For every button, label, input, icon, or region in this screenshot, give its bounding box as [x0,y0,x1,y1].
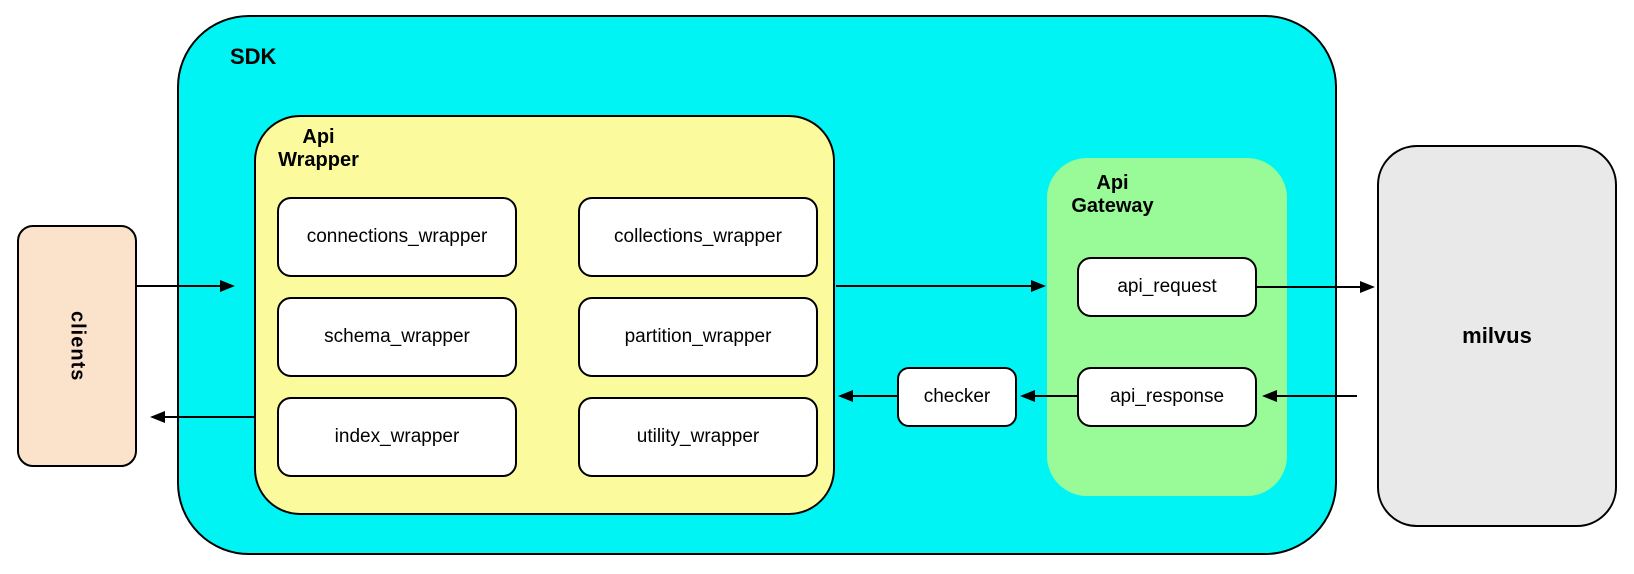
arrow-wrapper-to-gateway-line [836,285,1032,287]
node-connections-wrapper: connections_wrapper [277,197,517,277]
arrow-request-to-milvus-head [1360,281,1375,293]
node-api-response: api_response [1077,367,1257,427]
arrow-sdk-to-clients-line [164,416,254,418]
clients-label: clients [66,310,89,382]
api-wrapper-label: Api Wrapper [278,126,359,171]
node-label: api_request [1117,276,1217,297]
node-checker: checker [897,367,1017,427]
node-label: checker [923,386,991,407]
arrow-wrapper-to-gateway-head [1031,280,1046,292]
node-label: collections_wrapper [614,226,782,247]
arrow-request-to-milvus-line [1257,286,1361,288]
arrow-response-to-checker-head [1020,390,1035,402]
api-gateway-label: Api Gateway [1071,172,1154,217]
node-partition-wrapper: partition_wrapper [578,297,818,377]
arrow-milvus-to-response-line [1276,395,1357,397]
node-utility-wrapper: utility_wrapper [578,397,818,477]
sdk-label: SDK [230,44,277,69]
milvus-label: milvus [1462,323,1532,348]
node-collections-wrapper: collections_wrapper [578,197,818,277]
arrow-milvus-to-response-head [1262,390,1277,402]
arrow-clients-to-sdk-line [137,285,221,287]
arrow-checker-to-wrapper-line [852,395,897,397]
arrow-response-to-checker-line [1034,395,1077,397]
api-gateway-container [1047,158,1287,496]
node-label: api_response [1109,386,1225,407]
node-label: utility_wrapper [636,426,760,447]
node-label: index_wrapper [334,426,460,447]
node-milvus: milvus [1377,145,1617,527]
node-schema-wrapper: schema_wrapper [277,297,517,377]
node-label: partition_wrapper [624,326,772,347]
node-label: schema_wrapper [324,326,470,347]
arrow-sdk-to-clients-head [150,411,165,423]
arrow-checker-to-wrapper-head [838,390,853,402]
node-index-wrapper: index_wrapper [277,397,517,477]
node-label: connections_wrapper [306,226,488,247]
node-clients: clients [17,225,137,467]
node-api-request: api_request [1077,257,1257,317]
arrow-clients-to-sdk-head [220,280,235,292]
